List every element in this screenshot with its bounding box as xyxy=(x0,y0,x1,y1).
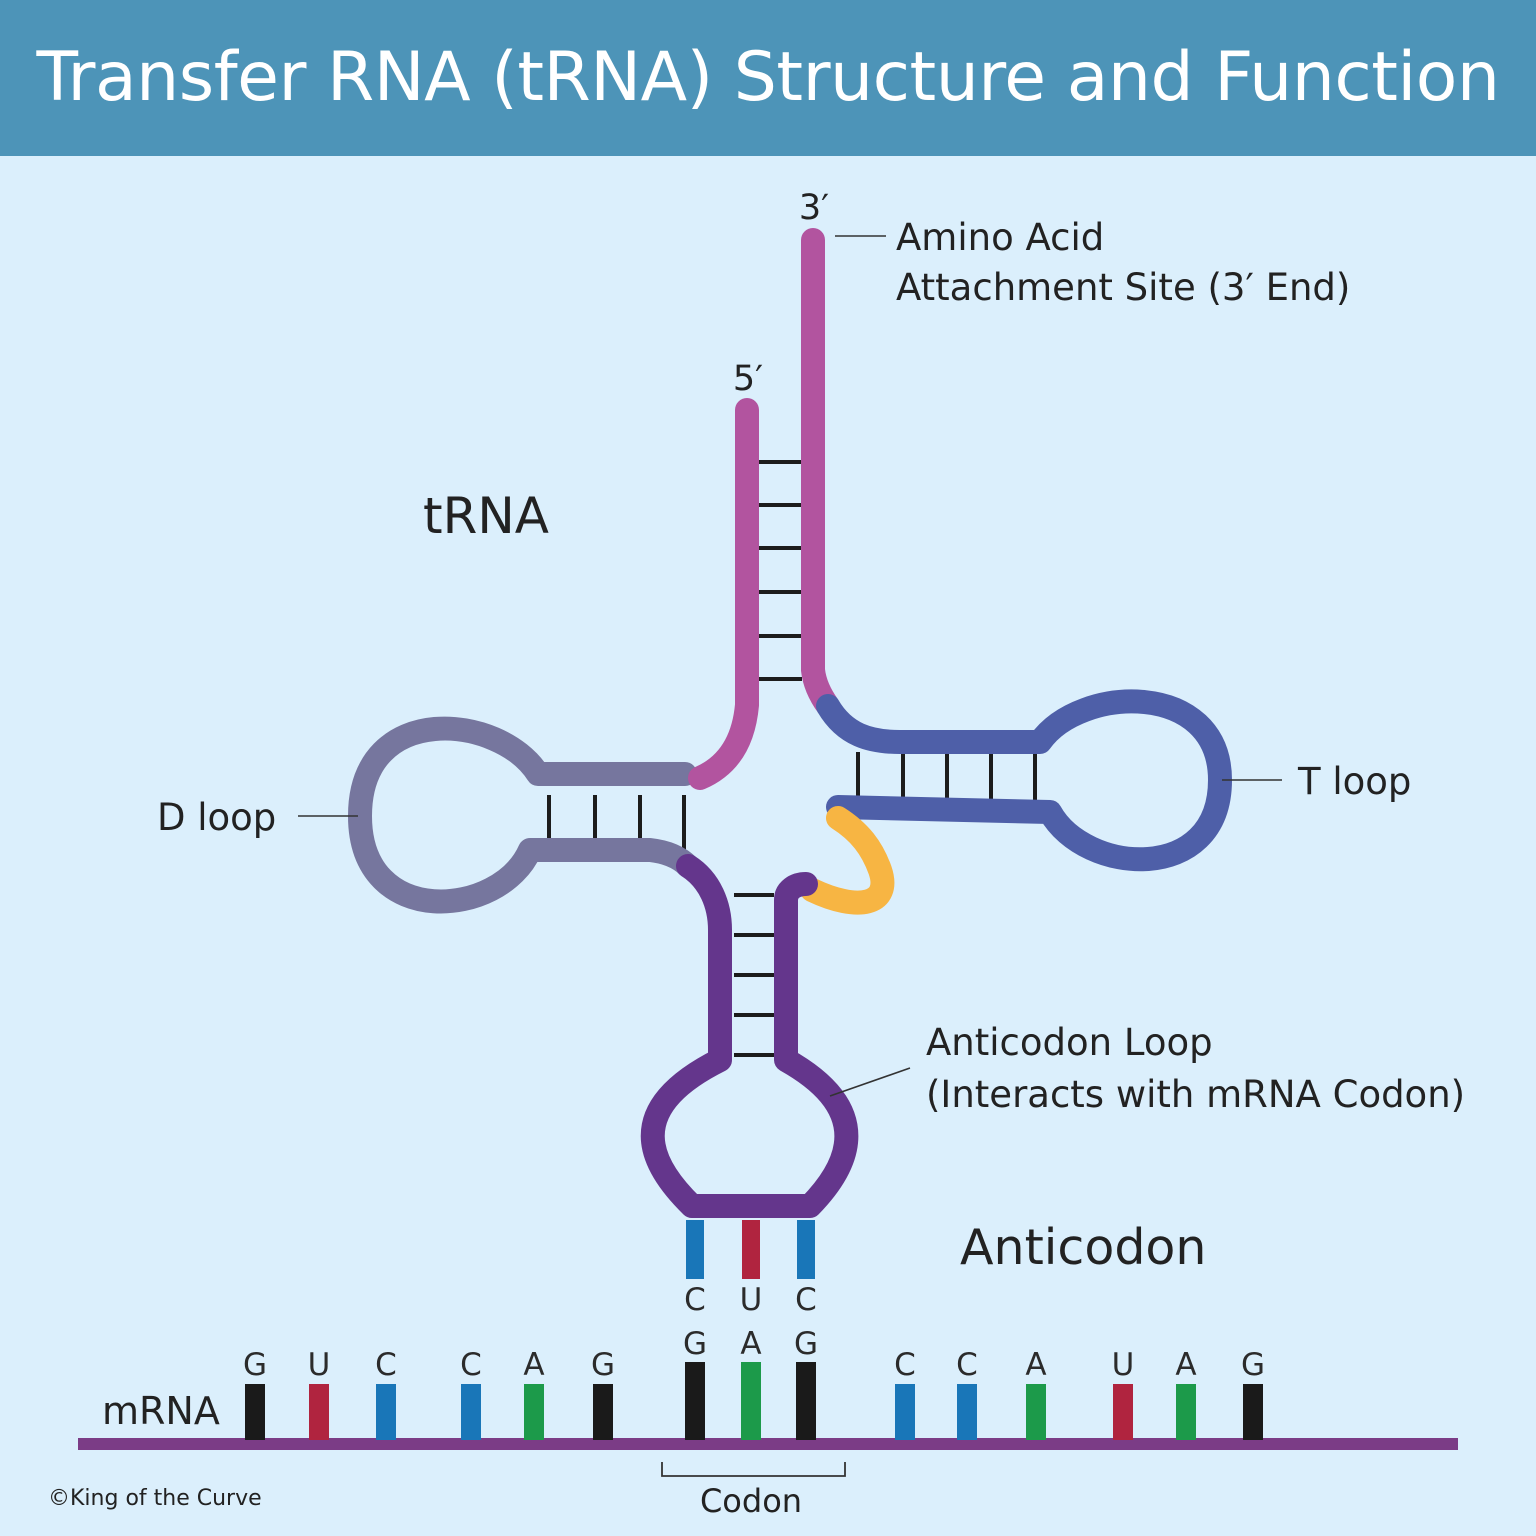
mrna-base-bar xyxy=(1243,1384,1263,1440)
anticodon-base-c2-bar xyxy=(797,1220,815,1279)
mrna-base-letter: U xyxy=(1112,1347,1135,1383)
acceptor-stem-5prime-strand xyxy=(688,398,759,790)
mrna-base-bar xyxy=(1113,1384,1133,1440)
d-loop-label: D loop xyxy=(157,796,276,839)
five-prime-label: 5′ xyxy=(733,359,763,399)
mrna-base-letter: G xyxy=(683,1326,707,1362)
mrna-base-bar xyxy=(376,1384,396,1440)
mrna-base-bar xyxy=(685,1362,705,1440)
anticodon-loop-label-line2: (Interacts with mRNA Codon) xyxy=(926,1073,1465,1116)
anticodon-base-u-bar xyxy=(742,1220,760,1279)
anticodon-label: Anticodon xyxy=(960,1219,1206,1276)
variable-loop xyxy=(800,806,895,915)
mrna-base-letter: A xyxy=(740,1326,761,1362)
mrna-base-letter: C xyxy=(956,1347,978,1383)
mrna-base-letter: G xyxy=(1241,1347,1265,1383)
mrna-base-bar xyxy=(1026,1384,1046,1440)
mrna-base-bar xyxy=(895,1384,915,1440)
page-title: Transfer RNA (tRNA) Structure and Functi… xyxy=(36,38,1500,117)
anticodon-stem-base-pairs xyxy=(734,893,774,1057)
mrna-base-bar xyxy=(245,1384,265,1440)
title-banner: Transfer RNA (tRNA) Structure and Functi… xyxy=(0,0,1536,156)
mrna-base-bar xyxy=(524,1384,544,1440)
codon-label: Codon xyxy=(700,1482,802,1520)
anticodon-base-letter: C xyxy=(795,1282,817,1318)
t-stem-base-pairs xyxy=(856,752,1037,800)
mrna-base-letter: A xyxy=(1025,1347,1046,1383)
mrna-base-bar xyxy=(957,1384,977,1440)
mrna-label: mRNA xyxy=(102,1389,220,1433)
d-arm-strand xyxy=(348,716,700,914)
amino-acid-label-line1: Amino Acid xyxy=(896,216,1104,259)
trna-label: tRNA xyxy=(423,487,549,545)
acceptor-stem-base-pairs xyxy=(758,460,802,681)
t-arm-strand xyxy=(816,689,1232,872)
mrna-base-letter: C xyxy=(894,1347,916,1383)
mrna-base-bar xyxy=(309,1384,329,1440)
t-loop-label: T loop xyxy=(1297,760,1411,803)
three-prime-label: 3′ xyxy=(799,188,829,228)
codon-bracket xyxy=(661,1462,846,1477)
anticodon-base-letter: U xyxy=(740,1282,763,1318)
acceptor-stem-3prime-strand xyxy=(801,228,840,718)
anticodon-loop-label-line1: Anticodon Loop xyxy=(926,1021,1213,1064)
anticodon-base-letter: C xyxy=(684,1282,706,1318)
anticodon-loop-leader-line xyxy=(829,1067,911,1097)
mrna-base-bar xyxy=(741,1362,761,1440)
copyright-text: ©King of the Curve xyxy=(48,1486,262,1511)
anticodon-arm-strand xyxy=(640,854,859,1218)
mrna-base-bar xyxy=(1176,1384,1196,1440)
mrna-base-letter: G xyxy=(591,1347,615,1383)
mrna-strand xyxy=(78,1438,1458,1450)
anticodon-base-c1-bar xyxy=(686,1220,704,1279)
mrna-base-letter: C xyxy=(460,1347,482,1383)
mrna-base-letter: G xyxy=(243,1347,267,1383)
mrna-base-letter: A xyxy=(523,1347,544,1383)
mrna-base-bar xyxy=(796,1362,816,1440)
amino-acid-label-line2: Attachment Site (3′ End) xyxy=(896,266,1350,309)
mrna-base-letter: C xyxy=(375,1347,397,1383)
mrna-base-bar xyxy=(593,1384,613,1440)
d-stem-base-pairs xyxy=(547,795,686,850)
mrna-base-bar xyxy=(461,1384,481,1440)
mrna-base-letter: U xyxy=(308,1347,331,1383)
mrna-base-letter: A xyxy=(1175,1347,1196,1383)
mrna-base-letter: G xyxy=(794,1326,818,1362)
